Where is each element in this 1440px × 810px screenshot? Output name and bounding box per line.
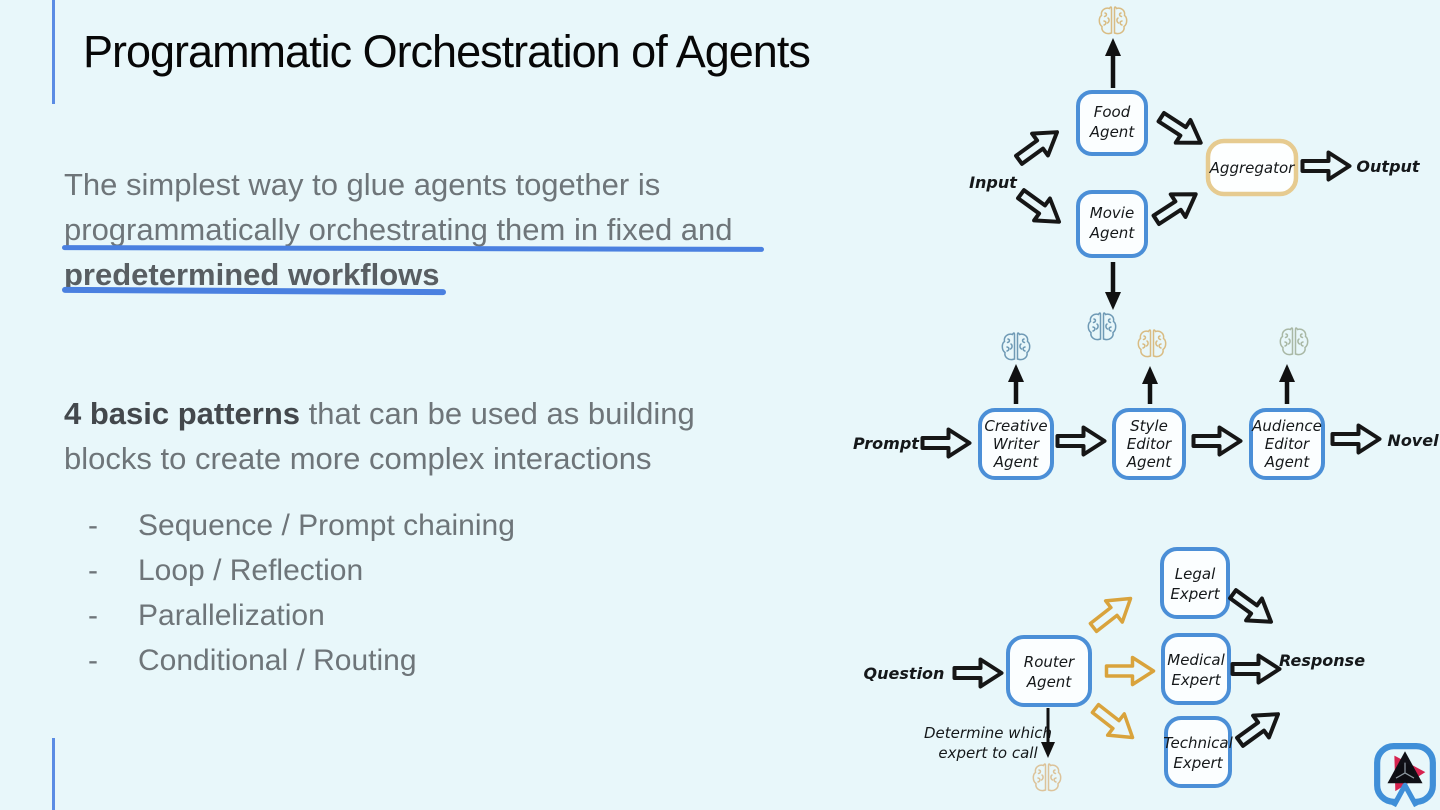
creative-writer-node [978, 408, 1054, 480]
router-note: Determine which [924, 724, 1052, 742]
medical-expert-label: Expert [1171, 671, 1221, 689]
list-item-label: Sequence / Prompt chaining [138, 508, 515, 542]
movie-agent-label: Movie [1090, 204, 1134, 222]
router-to-technical-arrow [1085, 696, 1143, 750]
question-label: Question [864, 664, 945, 683]
intro-line-3-bold: predetermined workflows [64, 257, 440, 292]
audience-editor-up-arrow [1279, 364, 1295, 404]
brain-icon [1098, 6, 1128, 35]
creative-to-style-arrow [1055, 425, 1107, 457]
intro-line-2: programmatically orchestrating them in f… [64, 212, 733, 247]
router-to-legal-arrow [1083, 586, 1141, 640]
food-agent-label: Agent [1089, 123, 1136, 141]
accent-line-top [52, 0, 55, 104]
list-item: - Conditional / Routing [88, 638, 515, 683]
patterns-line-1: 4 basic patterns that can be used as bui… [64, 391, 695, 436]
food-agent-up-arrow [1105, 38, 1121, 88]
movie-agent-node [1076, 190, 1148, 258]
patterns-line-2: blocks to create more complex interactio… [64, 441, 652, 476]
brain-icon [1032, 763, 1062, 792]
food-agent-label: Food [1094, 103, 1131, 121]
list-item: - Loop / Reflection [88, 548, 515, 593]
list-item: - Sequence / Prompt chaining [88, 503, 515, 548]
response-label: Response [1279, 651, 1365, 670]
medical-to-response-arrow [1230, 653, 1282, 685]
logo [1374, 743, 1436, 808]
list-item-label: Conditional / Routing [138, 643, 417, 677]
legal-expert-label: Legal [1175, 565, 1216, 583]
movie-to-aggregator-arrow [1146, 180, 1206, 234]
medical-expert-node [1161, 633, 1231, 705]
router-down-arrow [1041, 708, 1055, 758]
movie-agent-label: Agent [1089, 224, 1136, 242]
legal-to-response-arrow [1225, 583, 1279, 632]
style-editor-node [1112, 408, 1186, 480]
creative-writer-label: Creative [984, 417, 1047, 435]
input-to-movie-arrow [1013, 183, 1067, 232]
creative-writer-label: Agent [993, 453, 1040, 471]
prompt-to-creative-arrow [920, 427, 972, 459]
style-editor-label: Editor [1127, 435, 1172, 453]
list-dash: - [88, 508, 98, 542]
workflow-diagrams: Input Food Agent Movie Agent Aggregator … [853, 6, 1439, 792]
list-dash: - [88, 598, 98, 632]
intro-line-1: The simplest way to glue agents together… [64, 167, 661, 202]
legal-expert-node [1160, 547, 1230, 619]
brain-icon [1001, 332, 1031, 361]
technical-expert-node [1164, 716, 1232, 788]
food-to-aggregator-arrow [1151, 103, 1211, 157]
patterns-lead-rest: that can be used as building [300, 396, 695, 431]
brain-icon [1137, 329, 1167, 358]
router-note: expert to call [938, 744, 1038, 762]
patterns-paragraph: 4 basic patterns that can be used as bui… [64, 391, 695, 481]
audience-editor-label: Agent [1264, 453, 1311, 471]
technical-expert-label: Expert [1173, 754, 1223, 772]
creative-writer-up-arrow [1008, 364, 1024, 404]
movie-agent-down-arrow [1105, 262, 1121, 310]
list-dash: - [88, 553, 98, 587]
style-to-audience-arrow [1191, 425, 1243, 457]
router-to-medical-arrow [1104, 655, 1156, 687]
router-agent-node [1006, 635, 1092, 707]
medical-expert-label: Medical [1167, 651, 1225, 669]
food-agent-node [1076, 90, 1148, 156]
input-to-food-arrow [1011, 121, 1065, 170]
technical-to-response-arrow [1232, 703, 1286, 752]
output-label: Output [1356, 157, 1420, 176]
brain-icon [1279, 327, 1309, 356]
technical-expert-label: Technical [1163, 734, 1233, 752]
list-dash: - [88, 643, 98, 677]
prompt-label: Prompt [853, 434, 920, 453]
brain-icon [1087, 312, 1117, 341]
style-editor-label: Agent [1126, 453, 1173, 471]
accent-line-bottom [52, 738, 55, 810]
audience-editor-node [1249, 408, 1325, 480]
creative-writer-label: Writer [993, 435, 1040, 453]
question-to-router-arrow [952, 657, 1004, 689]
aggregator-to-output-arrow [1300, 150, 1352, 182]
novel-label: Novel [1387, 431, 1439, 450]
audience-editor-label: Audience [1251, 417, 1322, 435]
patterns-lead-bold: 4 basic patterns [64, 396, 301, 431]
style-editor-up-arrow [1142, 366, 1158, 404]
pattern-list: - Sequence / Prompt chaining - Loop / Refl… [88, 503, 515, 683]
aggregator-node [1205, 138, 1299, 197]
page-title: Programmatic Orchestration of Agents [83, 26, 811, 77]
legal-expert-label: Expert [1170, 585, 1220, 603]
intro-paragraph: The simplest way to glue agents together… [64, 162, 733, 297]
aggregator-label: Aggregator [1209, 159, 1295, 177]
list-item-label: Parallelization [138, 598, 325, 632]
router-agent-label: Router [1024, 653, 1075, 671]
style-editor-label: Style [1130, 417, 1168, 435]
list-item-label: Loop / Reflection [138, 553, 364, 587]
input-label: Input [969, 173, 1018, 192]
router-agent-label: Agent [1026, 673, 1073, 691]
audience-editor-label: Editor [1265, 435, 1310, 453]
list-item: - Parallelization [88, 593, 515, 638]
audience-to-novel-arrow [1330, 423, 1382, 455]
